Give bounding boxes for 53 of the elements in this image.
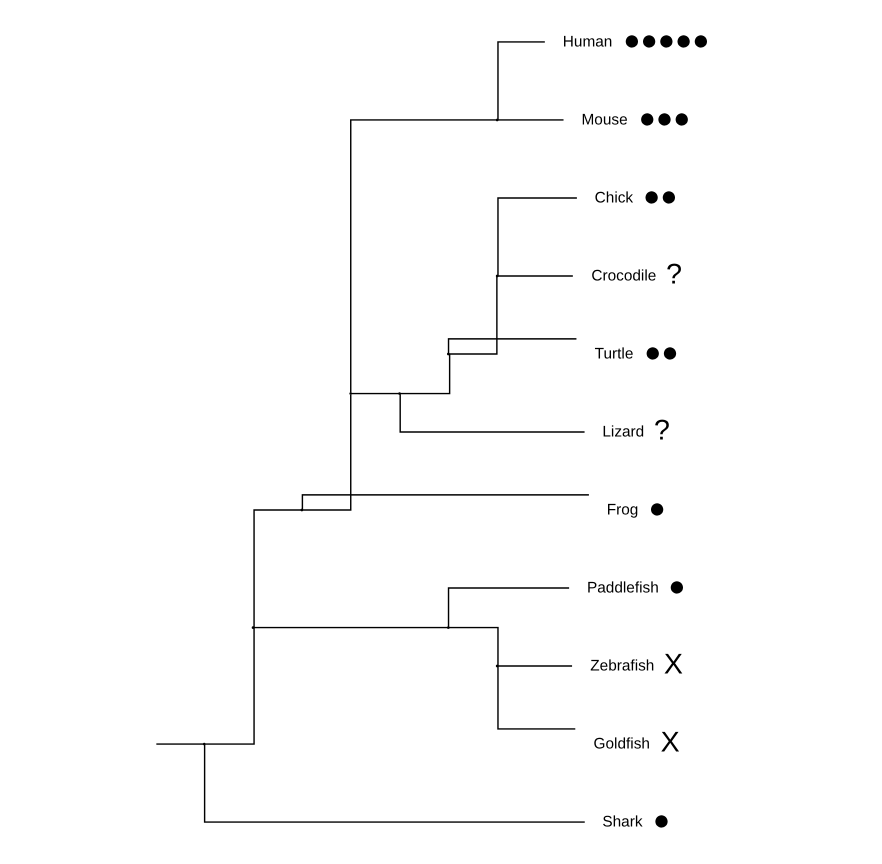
connector	[447, 587, 569, 627]
node-point	[446, 626, 450, 629]
node-text: Turtle	[594, 346, 633, 363]
node-text: Mouse	[580, 112, 628, 129]
connector	[253, 626, 448, 628]
connector	[301, 494, 588, 510]
node-text: Human	[562, 34, 612, 51]
connector	[447, 338, 576, 353]
connector	[448, 276, 498, 355]
node-label: ●●	[642, 180, 678, 212]
connector	[400, 354, 450, 394]
node-point	[446, 352, 450, 356]
node-text: Shark	[602, 814, 642, 831]
connector	[496, 197, 576, 276]
node-point	[398, 392, 400, 395]
connector	[156, 743, 203, 745]
node-point	[300, 508, 303, 512]
node-point	[495, 274, 498, 278]
connector	[498, 275, 572, 277]
node-label: ●●	[644, 336, 678, 368]
node-text: Frog	[606, 502, 638, 519]
node-text: Chick	[594, 190, 633, 207]
connector	[498, 665, 572, 667]
node-point	[495, 118, 498, 122]
node-text: Crocodile	[590, 268, 656, 285]
node-label: ●	[648, 492, 666, 524]
node-text: Paddlefish	[586, 580, 658, 597]
node-point	[495, 664, 498, 668]
connector	[351, 392, 398, 394]
node-label: ●	[652, 804, 670, 837]
connector	[398, 394, 584, 433]
connector	[496, 666, 575, 730]
node-label: ●●●●●	[622, 24, 709, 56]
node-text: Lizard	[602, 424, 644, 441]
node-label: ●	[668, 570, 686, 602]
node-point	[202, 742, 206, 746]
node-text: Goldfish	[593, 736, 650, 753]
connector	[252, 509, 301, 628]
node-label: X	[660, 726, 680, 759]
connector	[448, 626, 498, 666]
node-text: Zebrafish	[590, 658, 654, 675]
node-label: X	[663, 648, 682, 680]
connector	[302, 394, 351, 511]
connector	[203, 744, 584, 823]
connector	[350, 119, 496, 392]
node-label: ?	[666, 258, 682, 290]
node-label: ?	[653, 414, 670, 446]
node-label: ●●●	[638, 102, 690, 134]
node-point	[251, 626, 254, 629]
node-point	[348, 392, 352, 395]
connector	[498, 119, 564, 121]
connector	[204, 628, 254, 745]
connector	[496, 41, 544, 120]
